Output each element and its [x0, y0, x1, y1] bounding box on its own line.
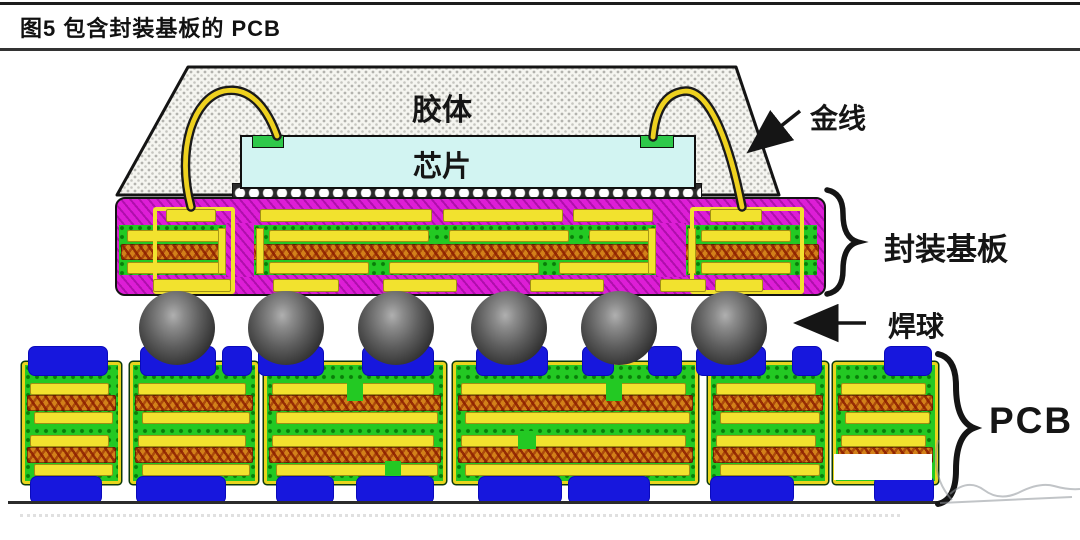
label-mold: 胶体 — [412, 94, 472, 127]
substrate-trace — [701, 262, 791, 274]
pcb-pad-bottom — [710, 476, 794, 504]
solder-ball — [471, 291, 547, 365]
label-pcb: PCB — [988, 400, 1074, 441]
substrate-via-wall — [218, 228, 226, 274]
substrate-trace — [449, 230, 569, 242]
substrate-core-trace — [121, 244, 819, 260]
label-package-substrate: 封装基板 — [884, 232, 1008, 267]
solder-ball — [248, 291, 324, 365]
gold-wire-arrow — [746, 109, 802, 154]
substrate-trace — [701, 230, 791, 242]
pcb-section — [264, 362, 446, 484]
pcb-pad-top — [884, 346, 932, 376]
substrate-ball-pad — [383, 279, 457, 292]
solder-ball — [358, 291, 434, 365]
substrate-bond-pad — [710, 209, 762, 222]
chip-die — [240, 135, 696, 189]
pcb-pad-bottom — [874, 476, 934, 504]
pcb-section — [708, 362, 828, 484]
pcb-section — [130, 362, 258, 484]
substrate-trace — [269, 230, 429, 242]
label-solder-ball: 焊球 — [887, 311, 944, 342]
substrate-ball-pad — [530, 279, 604, 292]
top-rule — [0, 2, 1080, 5]
substrate-bond-pad — [260, 209, 432, 222]
pcb-pad-top — [792, 346, 822, 376]
pcb-section — [453, 362, 698, 484]
substrate-bond-pad — [573, 209, 653, 222]
substrate-bond-pad — [443, 209, 563, 222]
substrate-ball-pad — [660, 279, 706, 292]
pcb-brace — [935, 351, 983, 507]
pcb-pad-top — [28, 346, 108, 376]
solder-ball — [139, 291, 215, 365]
substrate-via-wall — [256, 228, 264, 274]
package-substrate — [115, 197, 826, 296]
pcb-section — [22, 362, 121, 484]
label-chip: 芯片 — [412, 151, 471, 183]
faint-caption-texture — [20, 514, 900, 517]
substrate-trace — [269, 262, 369, 274]
title-underline — [0, 48, 1080, 51]
pcb-pad-bottom — [356, 476, 434, 504]
pcb-pad-top — [648, 346, 682, 376]
solder-ball — [581, 291, 657, 365]
substrate-via-column — [226, 223, 254, 277]
solder-ball — [691, 291, 767, 365]
substrate-brace — [824, 187, 869, 297]
bottom-rule — [8, 501, 938, 504]
gold-wire-left — [180, 85, 282, 212]
watermark-cover-box — [834, 454, 932, 480]
label-gold-wire: 金线 — [809, 103, 866, 134]
substrate-ball-pad — [153, 279, 231, 292]
pcb-pad-top — [222, 346, 252, 376]
substrate-via-column — [656, 223, 686, 277]
substrate-via-wall — [648, 228, 656, 274]
substrate-ball-pad — [273, 279, 339, 292]
gold-wire-right — [648, 86, 747, 212]
watermark-squiggle — [934, 439, 1080, 504]
figure-title: 图5 包含封装基板的 PCB — [20, 16, 281, 41]
substrate-trace — [389, 262, 539, 274]
